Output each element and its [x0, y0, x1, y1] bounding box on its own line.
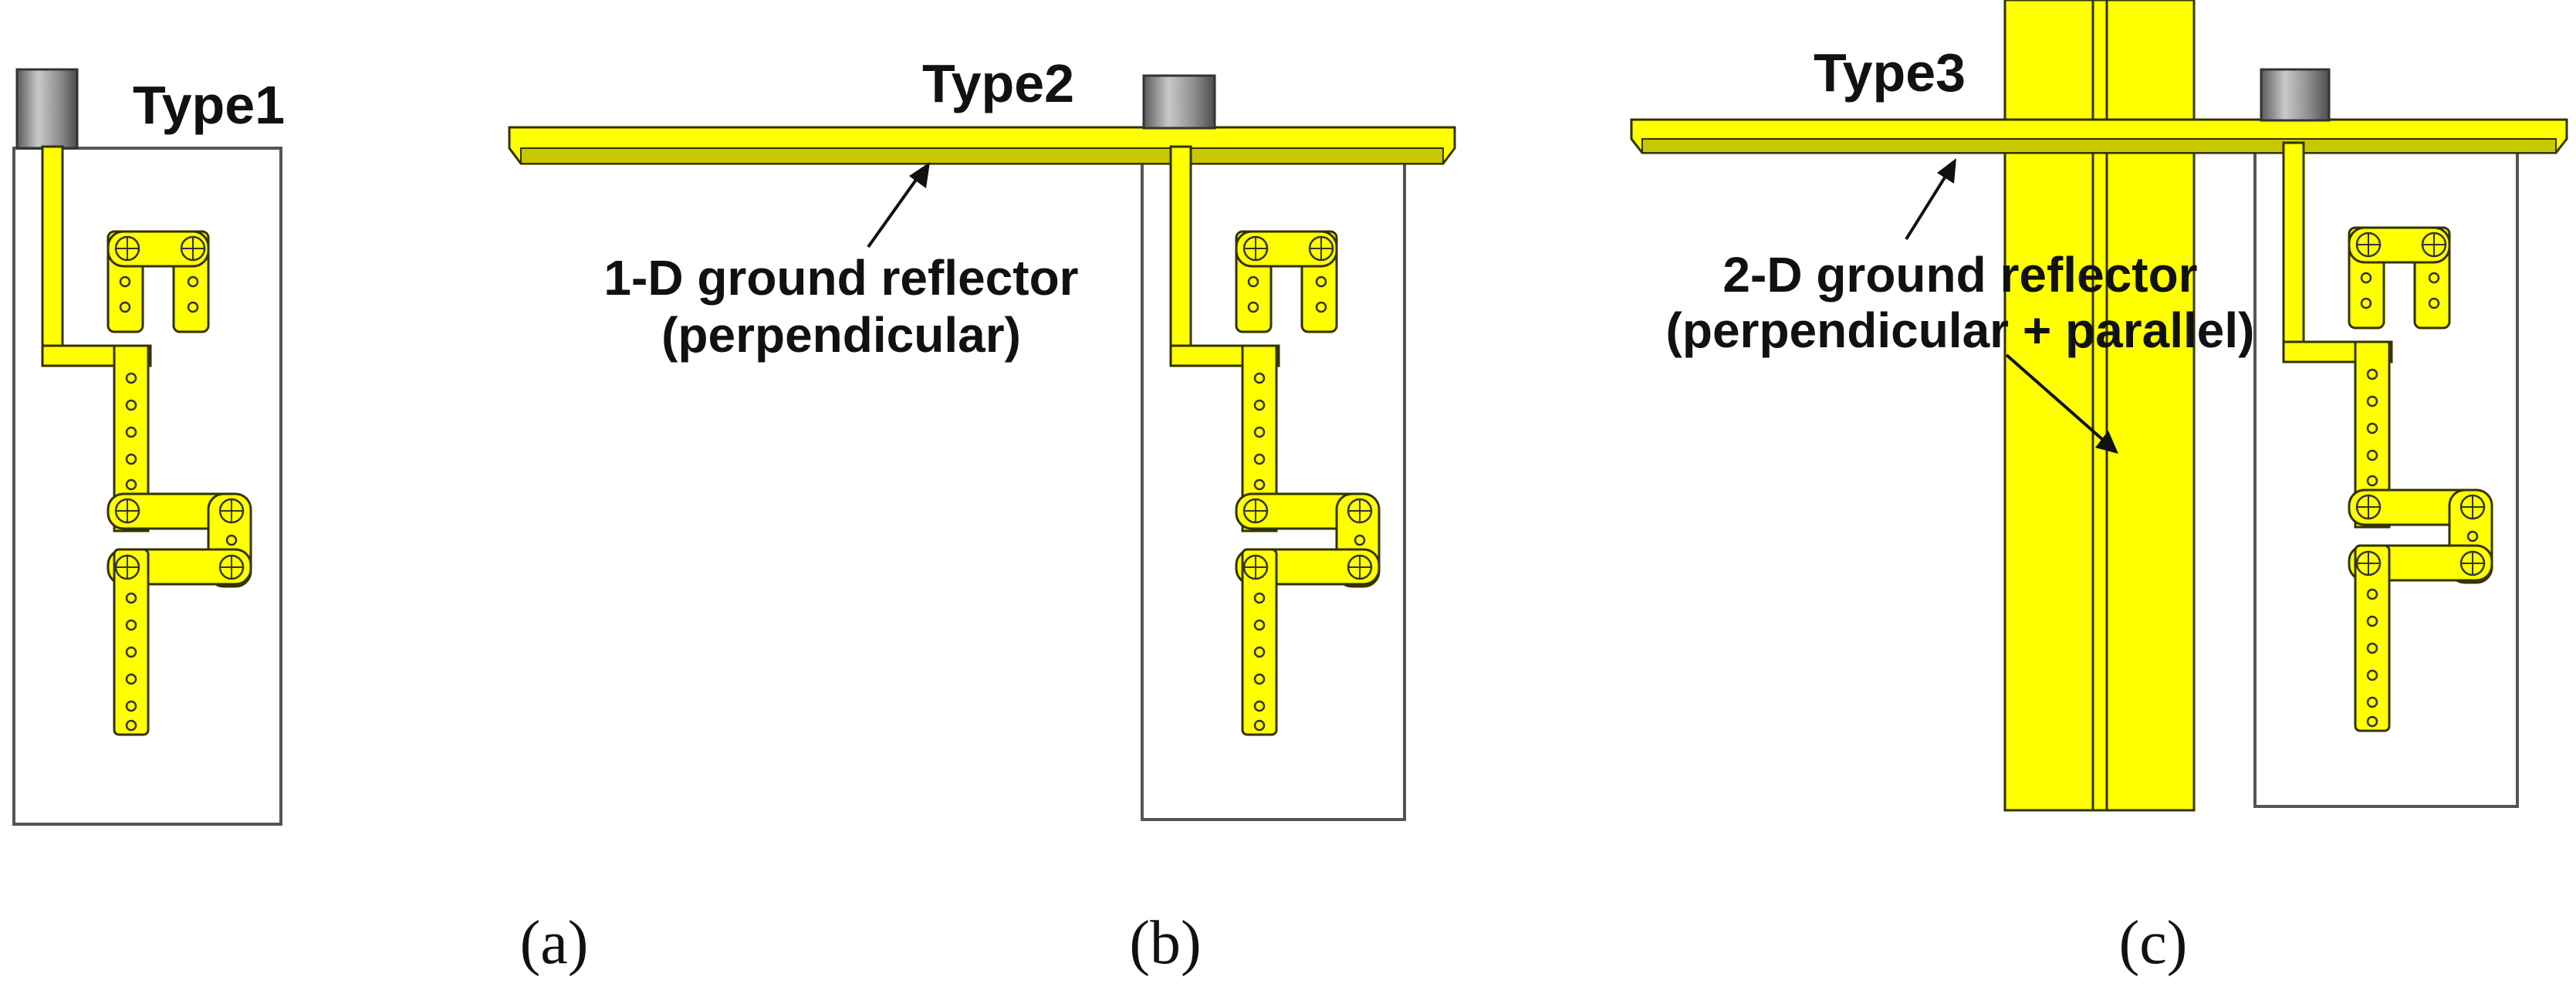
type-label: Type2: [922, 53, 1074, 113]
annotation-line2: (perpendicular): [661, 307, 1021, 363]
coax-connector: [2260, 68, 2331, 122]
panel-a: Type1 (a): [12, 68, 589, 977]
panel-caption: (c): [2119, 909, 2188, 977]
arrow-head: [909, 162, 930, 188]
annotation-arrow: [2005, 353, 2104, 441]
annotation-arrow: [867, 173, 921, 248]
panel-caption: (b): [1129, 909, 1201, 977]
annotation-line1: 1-D ground reflector: [603, 250, 1078, 306]
arrow-head: [2095, 431, 2118, 454]
panel-b: Type2 1-D ground reflector (perpendicula…: [508, 53, 1456, 977]
coax-connector: [1142, 74, 1216, 130]
panel-caption: (a): [520, 909, 589, 977]
annotation-arrow: [1905, 170, 1950, 241]
type-label: Type1: [133, 75, 285, 135]
arrow-head: [1937, 158, 1956, 184]
type-label: Type3: [1814, 42, 1966, 103]
annotation-line2: (perpendicular + parallel): [1666, 303, 2255, 358]
coax-connector: [15, 68, 79, 150]
annotation-line1: 2-D ground reflector: [1722, 247, 2197, 303]
panel-c: Type3 2-D ground reflector (perpendicula…: [1630, 0, 2568, 977]
